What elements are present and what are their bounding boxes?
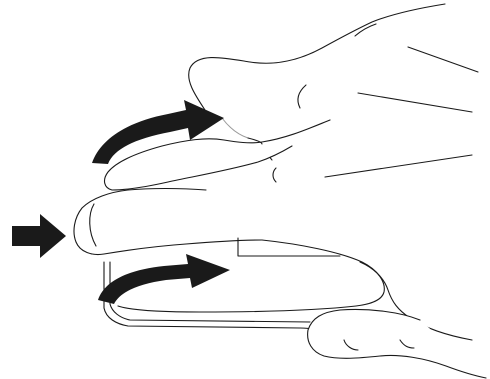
hand-crease-3 <box>325 155 472 177</box>
hand-crease-1 <box>408 47 478 72</box>
lower-fingertip <box>308 309 486 378</box>
knuckle-mark-3 <box>273 168 276 182</box>
fingernail-highlight <box>222 118 248 138</box>
lower-curved-arrow <box>98 254 230 304</box>
knuckle-mark-1 <box>298 85 306 108</box>
device-top-edge <box>238 238 340 256</box>
push-arrow <box>12 214 66 258</box>
wrist-line <box>355 24 376 36</box>
thumb <box>74 189 262 255</box>
hand-crease-2 <box>358 93 472 112</box>
hand-back-outline <box>189 4 445 110</box>
